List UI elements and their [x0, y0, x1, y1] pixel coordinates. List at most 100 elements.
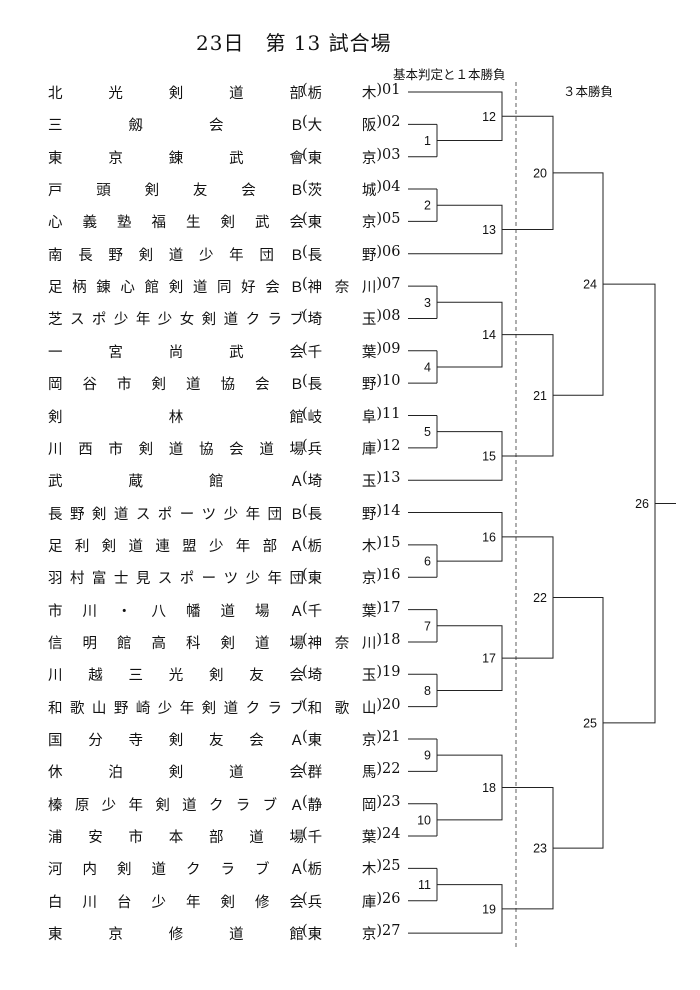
match-number: 23 [533, 842, 547, 856]
match-number: 13 [482, 223, 496, 237]
match-number: 6 [424, 555, 431, 569]
team-row: 剣林館(岐阜)11 [0, 406, 420, 426]
team-row: 川西市剣道協会道場(兵庫)12 [0, 438, 420, 458]
match-number: 7 [424, 619, 431, 633]
match-number: 21 [533, 389, 547, 403]
team-prefecture: (群馬) [302, 761, 382, 782]
team-number: 17 [382, 599, 401, 616]
match-number: 10 [417, 813, 431, 827]
match-number: 9 [424, 749, 431, 763]
team-row: 芝スポ少年少女剣道クラブ(埼玉)08 [0, 308, 420, 328]
team-prefecture: (和歌山) [302, 696, 382, 717]
match-number: 11 [418, 878, 431, 892]
team-number: 11 [382, 405, 401, 422]
team-number: 22 [382, 761, 401, 778]
match-number: 14 [482, 328, 496, 342]
match-number: 8 [424, 684, 431, 698]
match-number: 17 [482, 652, 496, 666]
team-row: 一宮尚武会(千葉)09 [0, 341, 420, 361]
match-number: 2 [424, 199, 431, 213]
team-number: 20 [382, 696, 401, 713]
team-prefecture: (長野) [302, 373, 382, 394]
team-number: 09 [382, 340, 401, 357]
team-number: 15 [382, 534, 401, 551]
team-prefecture: (千葉) [302, 340, 382, 361]
team-name: 羽村富士見スポーツ少年団 [48, 571, 304, 588]
team-name: 川西市剣道協会道場 [48, 441, 304, 458]
team-row: 心義塾福生剣武会(東京)05 [0, 211, 420, 231]
team-prefecture: (静岡) [302, 793, 382, 814]
team-prefecture: (大阪) [302, 114, 382, 135]
team-row: 北光剣道部(栃木)01 [0, 82, 420, 102]
team-prefecture: (千葉) [302, 826, 382, 847]
team-number: 03 [382, 146, 401, 163]
team-number: 16 [382, 567, 401, 584]
team-row: 和歌山野崎少年剣道クラブ(和歌山)20 [0, 697, 420, 717]
team-prefecture: (茨城) [302, 179, 382, 200]
match-number: 5 [424, 425, 431, 439]
team-number: 24 [382, 826, 401, 843]
page-title: 23日 第 13 試合場 [196, 31, 392, 55]
phase2-label: ３本勝負 [563, 84, 614, 99]
team-prefecture: (千葉) [302, 599, 382, 620]
team-number: 13 [382, 470, 401, 487]
team-row: 東京錬武會(東京)03 [0, 147, 420, 167]
team-number: 19 [382, 664, 401, 681]
team-number: 05 [382, 211, 401, 228]
team-row: 羽村富士見スポーツ少年団(東京)16 [0, 567, 420, 587]
team-prefecture: (長野) [302, 502, 382, 523]
team-prefecture: (岐阜) [302, 405, 382, 426]
team-name: 剣林館 [48, 409, 304, 426]
match-number: 15 [482, 449, 496, 463]
phase1-label: 基本判定と１本勝負 [393, 67, 506, 82]
team-name: 浦安市本部道場 [48, 830, 304, 847]
team-number: 04 [382, 179, 401, 196]
team-number: 12 [382, 437, 401, 454]
team-prefecture: (栃木) [302, 534, 382, 555]
match-number: 24 [583, 278, 597, 292]
team-name: 心義塾福生剣武会 [48, 215, 304, 232]
team-name: 川越三光剣友会 [48, 668, 304, 685]
match-number: 18 [482, 781, 496, 795]
match-number: 26 [635, 497, 649, 511]
team-name: 東京錬武會 [48, 150, 304, 167]
team-number: 10 [382, 373, 401, 390]
team-number: 26 [382, 890, 401, 907]
team-prefecture: (東京) [302, 729, 382, 749]
team-prefecture: (兵庫) [302, 890, 382, 911]
team-number: 27 [382, 923, 401, 940]
team-row: 白川台少年剣修会(兵庫)26 [0, 891, 420, 911]
team-prefecture: (神奈川) [302, 631, 382, 652]
match-number: 19 [482, 902, 496, 916]
match-number: 16 [482, 530, 496, 544]
match-number: 12 [482, 110, 496, 124]
team-number: 06 [382, 243, 401, 260]
team-number: 01 [382, 82, 401, 98]
team-prefecture: (東京) [302, 211, 382, 232]
team-name: 白川台少年剣修会 [48, 894, 304, 911]
team-row: 川越三光剣友会(埼玉)19 [0, 664, 420, 684]
team-number: 21 [382, 729, 401, 745]
team-name: 信明館高科剣道場 [48, 635, 304, 652]
team-prefecture: (栃木) [302, 82, 382, 102]
match-number: 4 [424, 360, 431, 374]
